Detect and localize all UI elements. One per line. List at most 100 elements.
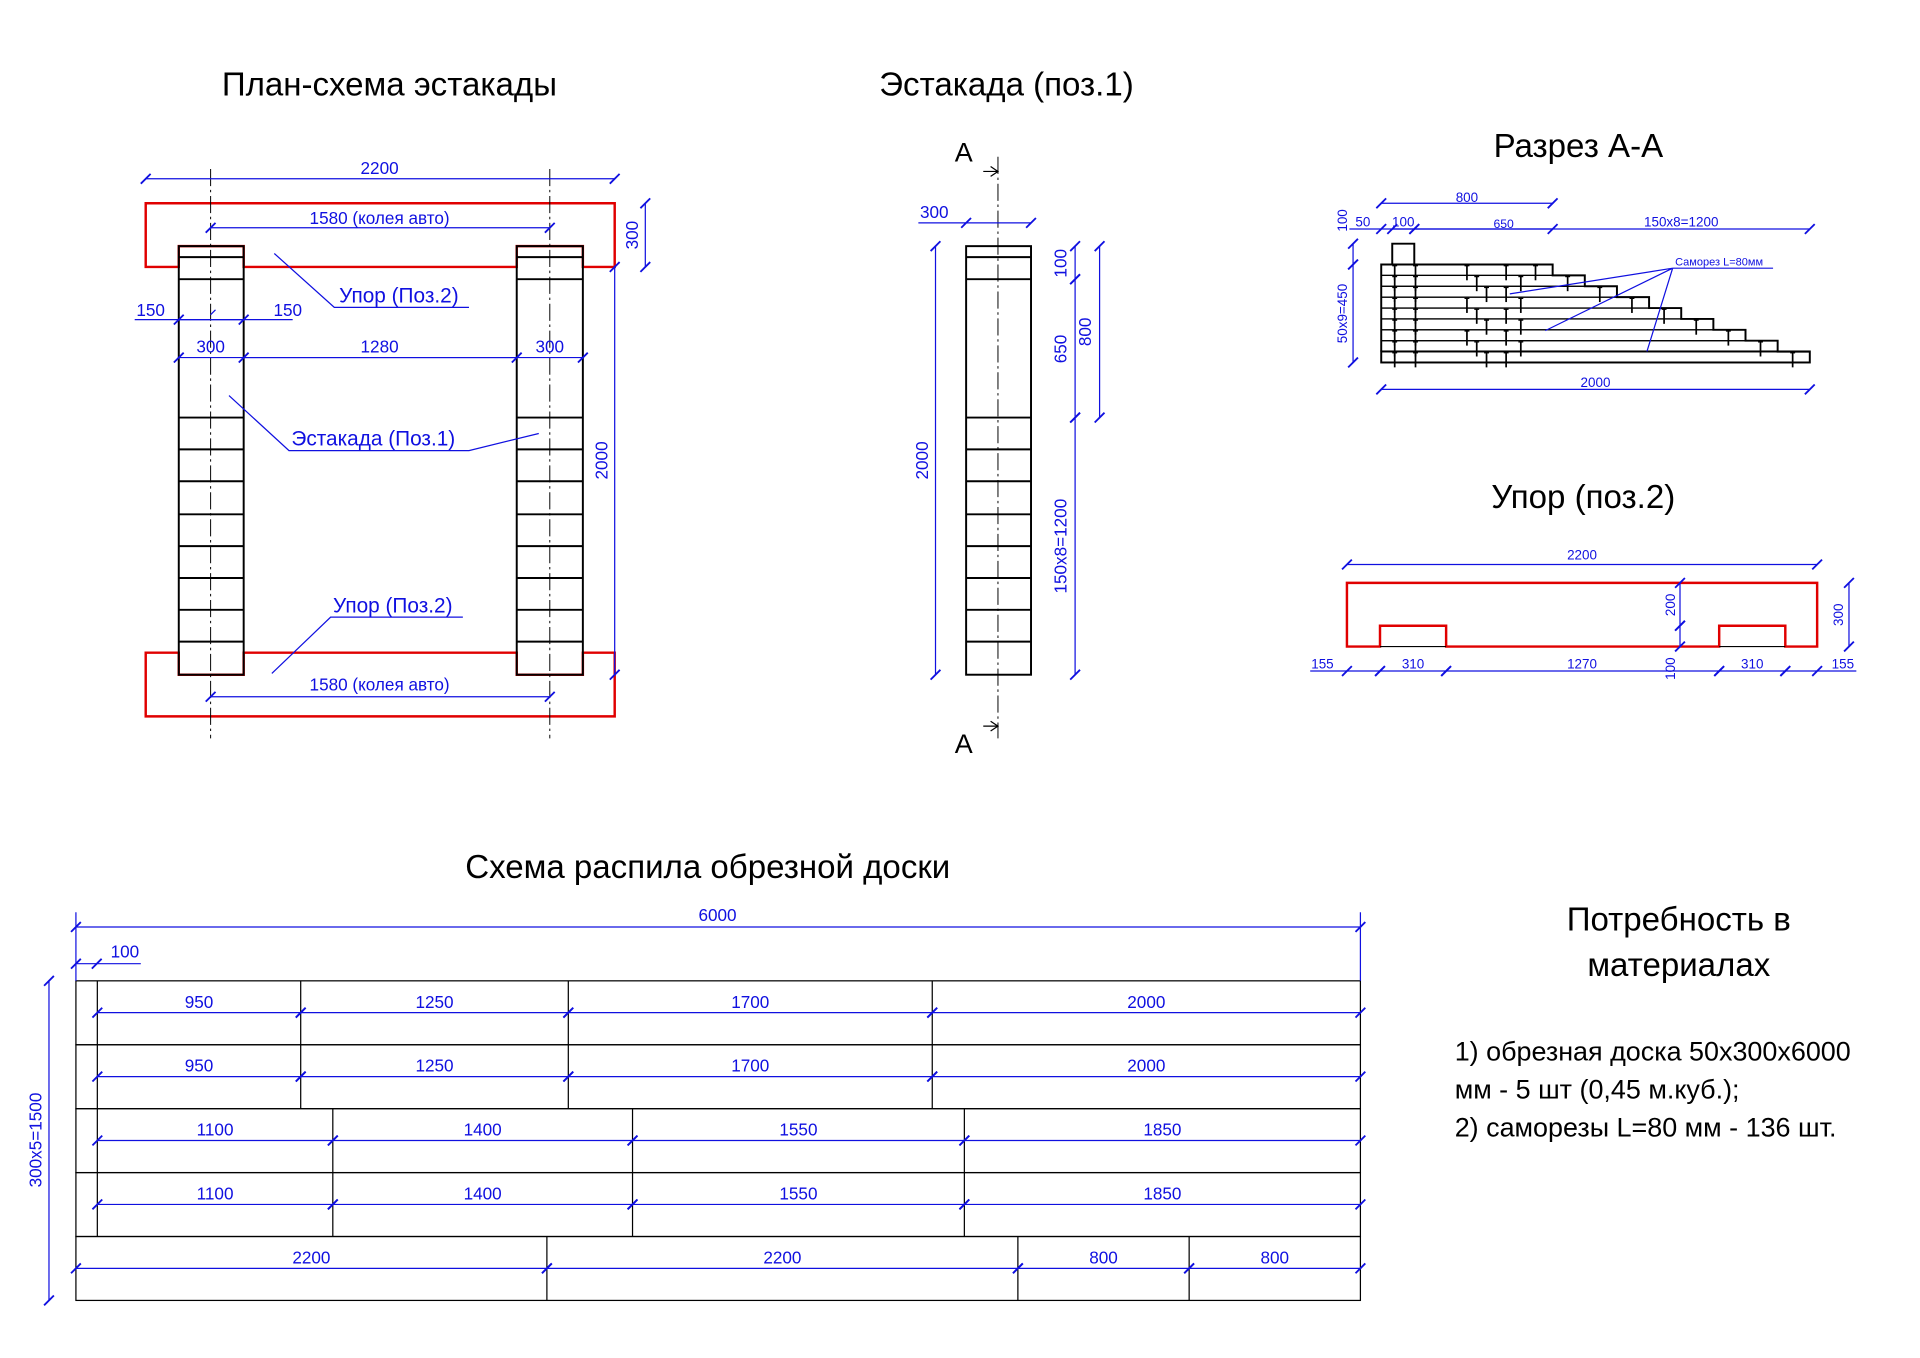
piece-length-label: 1250 [415, 992, 453, 1012]
plan-scheme: План-схема эстакады 2200 1580 (колея авт… [136, 67, 642, 739]
dimension-tick [1843, 577, 1855, 589]
piece-length-label: 1100 [197, 1120, 234, 1140]
plan-dim-1280: 1280 [361, 337, 399, 357]
dimension-tick [1347, 356, 1359, 369]
piece-length-label: 2000 [1127, 1056, 1165, 1076]
est-dim-2000: 2000 [912, 441, 932, 479]
dimension-tick [205, 222, 217, 234]
dimension-tick [140, 173, 152, 185]
section-mark-bottom: А [955, 729, 973, 759]
dimension-tick [1354, 1262, 1366, 1274]
piece-length-label: 2000 [1127, 992, 1165, 1012]
dimension-tick [1354, 1071, 1366, 1083]
section-arrow-bottom-icon [983, 720, 1000, 732]
cut-dim-trim: 100 [111, 942, 140, 962]
section-mark-top: А [955, 138, 973, 168]
dimension-tick [91, 1134, 103, 1147]
materials-item-1: 1) обрезная доска 50х300х6000 [1455, 1036, 1851, 1066]
dimension-tick [958, 1134, 970, 1147]
sec-dim-50: 50 [1355, 215, 1370, 230]
upor-view: Упор (поз.2) 2200 300 200 100 155 310 12… [1311, 479, 1854, 680]
dimension-tick [1012, 1262, 1024, 1274]
upor-dim-100: 100 [1663, 657, 1678, 679]
dimension-tick [609, 173, 621, 185]
dimension-tick [1674, 577, 1686, 589]
section-board [1380, 274, 1586, 287]
dimension-tick [544, 222, 556, 234]
sec-dim-650: 650 [1493, 217, 1514, 231]
dimension-tick [544, 691, 556, 703]
plan-stringers [177, 245, 584, 676]
est-dim-100: 100 [1051, 249, 1071, 278]
dimension-tick [958, 1198, 970, 1210]
est-dim-800: 800 [1075, 318, 1095, 347]
piece-length-label: 2200 [292, 1247, 330, 1267]
section-board [1380, 350, 1811, 364]
upor-dim-155-left: 155 [1311, 657, 1333, 672]
label-upor-bottom: Упор (Поз.2) [333, 594, 452, 617]
dimension-tick [1069, 240, 1081, 252]
piece-length-label: 800 [1260, 1247, 1289, 1267]
upor-dim-155-right: 155 [1832, 657, 1854, 672]
dimension-tick [929, 240, 942, 252]
piece-length-label: 1700 [731, 992, 769, 1012]
plan-dim-1580-bottom: 1580 (колея авто) [310, 675, 450, 695]
label-upor-top: Упор (Поз.2) [339, 284, 458, 307]
label-estakada: Эстакада (Поз.1) [291, 428, 455, 451]
dimension-tick [1347, 258, 1359, 271]
sec-dim-800: 800 [1456, 190, 1478, 205]
upor-title: Упор (поз.2) [1491, 479, 1675, 516]
sec-dim-100-vertical: 100 [1335, 209, 1350, 231]
dimension-tick [205, 691, 217, 703]
dimension-tick [43, 1294, 55, 1306]
dimension-tick [929, 669, 942, 681]
dimension-tick [43, 975, 55, 987]
piece-length-label: 1100 [197, 1184, 234, 1204]
piece-length-label: 950 [185, 1056, 214, 1076]
dimension-tick [1674, 620, 1686, 632]
piece-length-label: 1550 [779, 1184, 817, 1204]
dimension-tick [1094, 412, 1106, 424]
dimension-tick [639, 261, 651, 273]
dimension-tick [1354, 1198, 1366, 1210]
upor-dim-310-left: 310 [1402, 657, 1424, 672]
dimension-tick [626, 1198, 639, 1210]
section-aa: Разрез А-А 800 50 100 650 150x8=1200 100… [1335, 128, 1811, 390]
dimension-tick [926, 1071, 938, 1083]
dimension-tick [1069, 669, 1081, 681]
plan-dim-1580-top: 1580 (колея авто) [310, 208, 450, 228]
dimension-tick [639, 197, 651, 209]
dimension-tick [238, 352, 250, 364]
section-board [1380, 329, 1747, 342]
dimension-tick [1341, 558, 1353, 571]
plan-dim-2000: 2000 [591, 441, 611, 479]
dimension-tick [1386, 223, 1398, 235]
dimension-tick [1804, 223, 1816, 235]
dimension-tick [1094, 240, 1106, 252]
upor-dim-1270: 1270 [1567, 657, 1597, 672]
section-board [1380, 340, 1779, 353]
upor-dim-2200: 2200 [1567, 548, 1597, 563]
cut-dim-height: 300x5=1500 [26, 1093, 46, 1188]
materials-item-2: 2) саморезы L=80 мм - 136 шт. [1455, 1112, 1837, 1142]
dimension-tick [577, 352, 589, 364]
piece-length-label: 800 [1089, 1247, 1118, 1267]
plan-dim-300-left: 300 [196, 337, 225, 357]
est-dim-650: 650 [1051, 335, 1071, 364]
dimension-tick [91, 1007, 103, 1019]
piece-length-label: 1550 [779, 1120, 817, 1140]
dimension-tick [1547, 197, 1559, 209]
dimension-tick [1408, 223, 1420, 235]
plan-dim-2200: 2200 [361, 158, 399, 178]
dimension-tick [926, 1007, 938, 1019]
dimension-tick [295, 1007, 307, 1019]
upor-dim-300: 300 [1831, 603, 1846, 625]
materials-title-line1: Потребность в [1567, 902, 1791, 939]
sec-dim-1200: 150x8=1200 [1644, 215, 1718, 230]
dimension-tick [327, 1134, 339, 1147]
upor-outline [1345, 581, 1819, 648]
section-title: Разрез А-А [1494, 128, 1664, 165]
dimension-tick [91, 1198, 103, 1210]
upor-dim-310-right: 310 [1741, 657, 1763, 672]
